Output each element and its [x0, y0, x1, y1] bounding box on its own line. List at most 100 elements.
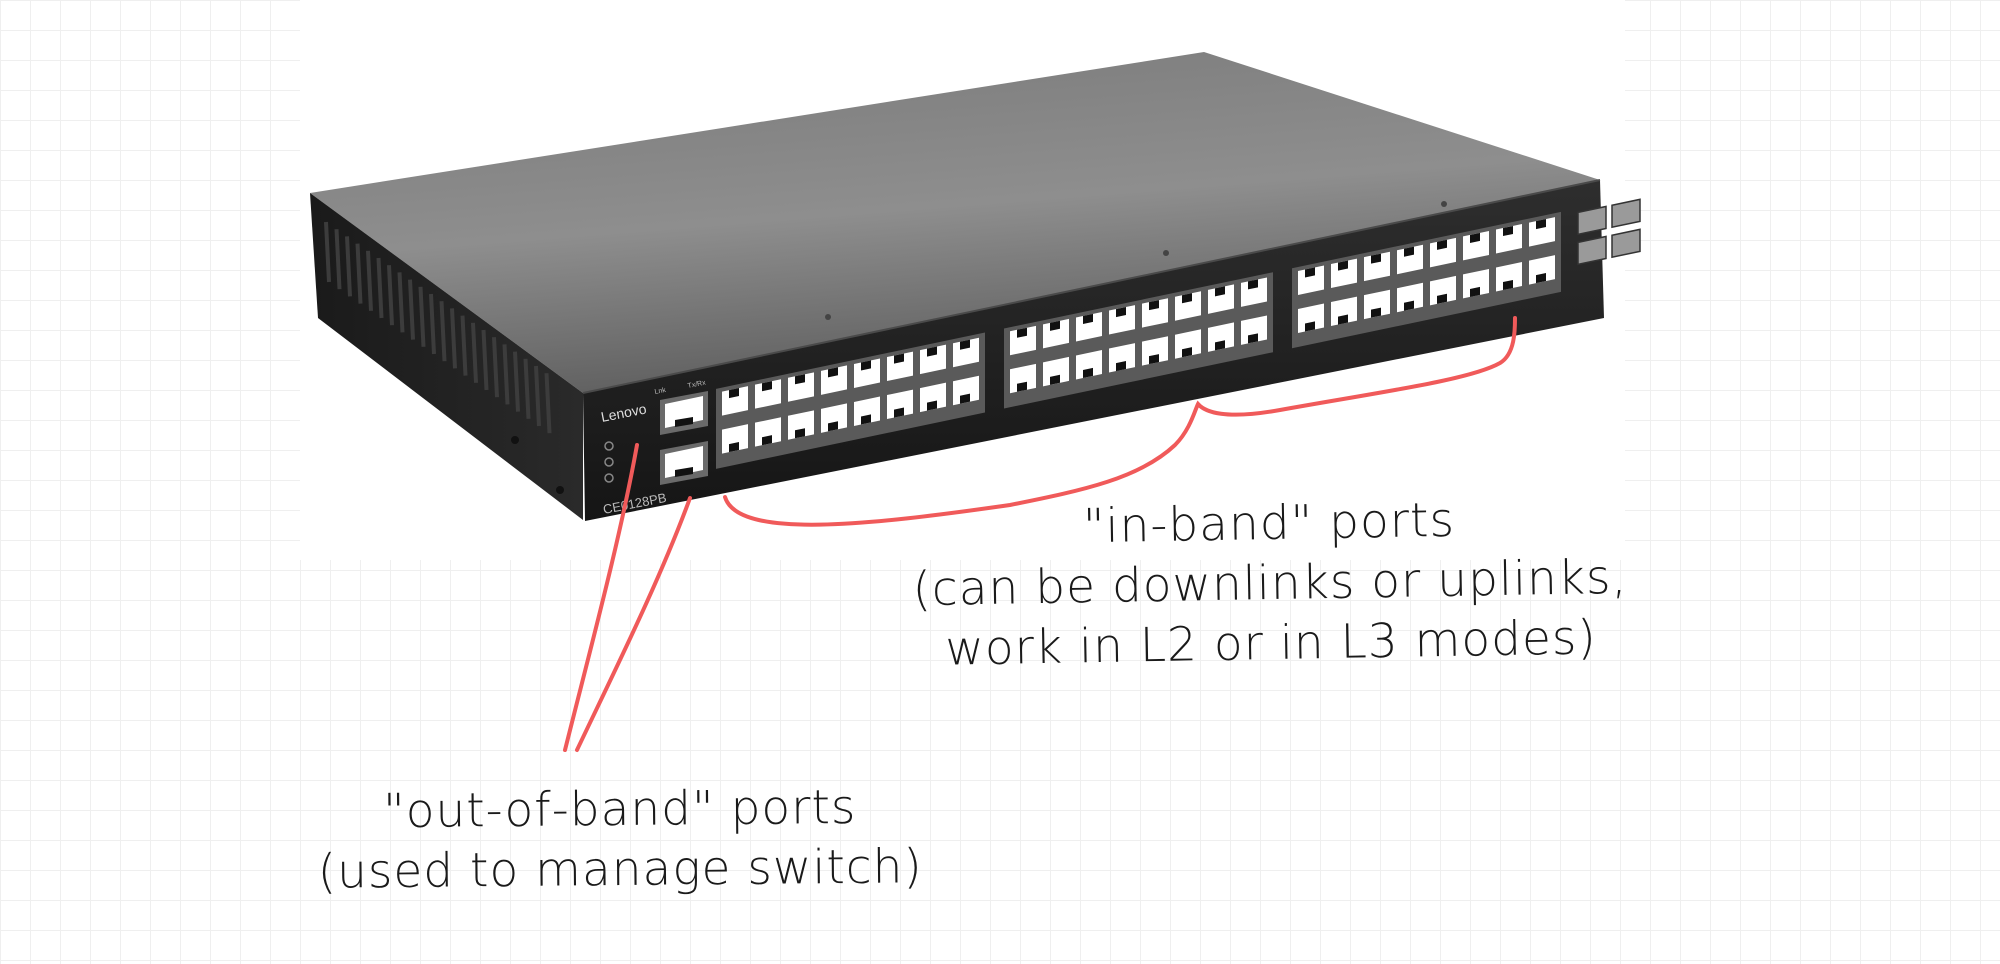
inband-port[interactable] — [788, 410, 814, 440]
vent-slot — [387, 265, 394, 326]
vent-slot — [471, 322, 478, 383]
vent-slot — [544, 373, 552, 434]
inband-port[interactable] — [854, 358, 880, 388]
inband-port[interactable] — [1298, 265, 1324, 295]
vent-slot — [429, 293, 436, 355]
oob-caption-line2: (used to manage switch) — [317, 839, 924, 900]
vent-slot — [397, 272, 405, 333]
status-led-icons — [604, 441, 614, 483]
inband-port[interactable] — [1364, 251, 1390, 282]
top-screw — [825, 314, 831, 320]
inband-port[interactable] — [1208, 322, 1234, 352]
inband-port[interactable] — [920, 344, 946, 375]
vent-slot — [408, 279, 415, 340]
front-screw — [556, 486, 564, 494]
inband-port[interactable] — [1142, 298, 1168, 328]
inband-port[interactable] — [1175, 329, 1201, 359]
vent-slot — [324, 221, 331, 283]
inband-port[interactable] — [722, 424, 748, 454]
top-screw — [1163, 250, 1169, 256]
inband-port[interactable] — [1397, 244, 1423, 275]
inband-brace — [723, 316, 1517, 527]
inband-port[interactable] — [722, 386, 748, 416]
mgmt-label-link: Lnk — [654, 387, 667, 396]
inband-port[interactable] — [755, 379, 781, 409]
vent-slot — [376, 257, 384, 319]
mgmt-port-ethernet[interactable] — [660, 441, 708, 485]
inband-port[interactable] — [1430, 237, 1456, 268]
inband-port[interactable] — [1529, 217, 1555, 247]
inband-port[interactable] — [1430, 275, 1456, 306]
inband-caption: "in-band" ports (can be downlinks or upl… — [873, 487, 1666, 681]
oob-caption-title: "out-of-band" ports — [382, 779, 857, 840]
sfp-cage[interactable] — [1611, 228, 1641, 259]
inband-port[interactable] — [1241, 315, 1267, 345]
inband-port[interactable] — [854, 396, 880, 426]
inband-port[interactable] — [1463, 268, 1489, 299]
inband-port[interactable] — [1496, 262, 1522, 292]
sfp-cage[interactable] — [1577, 205, 1607, 236]
sfp-cages — [1577, 198, 1641, 266]
inband-port[interactable] — [1463, 230, 1489, 261]
port-block — [1292, 211, 1561, 349]
inband-port[interactable] — [1241, 277, 1267, 307]
inband-port[interactable] — [1142, 336, 1168, 366]
inband-port[interactable] — [1076, 312, 1102, 342]
oob-pointer-line — [575, 496, 692, 752]
port-block — [1004, 272, 1273, 409]
inband-port[interactable] — [1529, 255, 1555, 285]
vent-slot — [523, 358, 531, 419]
sfp-cage[interactable] — [1577, 235, 1607, 266]
inband-port[interactable] — [1010, 363, 1036, 394]
inband-port-grid — [716, 211, 1561, 469]
inband-port[interactable] — [1175, 291, 1201, 321]
inband-port[interactable] — [1043, 318, 1069, 349]
oob-pointer-line — [563, 443, 639, 752]
inband-port[interactable] — [1331, 258, 1357, 289]
inband-port[interactable] — [1109, 343, 1135, 373]
inband-port[interactable] — [1076, 350, 1102, 380]
inband-port[interactable] — [788, 372, 814, 402]
inband-port[interactable] — [821, 403, 847, 433]
vent-slot — [460, 315, 468, 376]
inband-port[interactable] — [1364, 289, 1390, 320]
vent-slot — [355, 243, 363, 304]
front-panel: Lenovo CE0128PB Lnk Tx/Rx — [600, 198, 1641, 517]
front-screw — [511, 436, 519, 444]
inband-port[interactable] — [920, 382, 946, 413]
inband-port[interactable] — [1331, 296, 1357, 327]
oob-caption: "out-of-band" ports (used to manage swit… — [249, 777, 990, 903]
vent-slot — [513, 351, 520, 412]
inband-port[interactable] — [1496, 224, 1522, 254]
inband-port[interactable] — [821, 365, 847, 395]
inband-port[interactable] — [1109, 305, 1135, 335]
vent-slot — [345, 236, 352, 297]
vent-slot — [366, 250, 373, 311]
mgmt-label-txrx: Tx/Rx — [687, 380, 707, 390]
vent-slot — [492, 337, 499, 398]
side-vents — [324, 221, 552, 434]
vent-slot — [418, 286, 426, 347]
inband-port[interactable] — [1010, 325, 1036, 356]
chassis-top — [310, 52, 1600, 393]
vent-slot — [481, 329, 489, 391]
inband-port[interactable] — [1043, 356, 1069, 387]
vent-slot — [502, 344, 510, 405]
inband-port[interactable] — [1298, 303, 1324, 333]
vent-slot — [534, 365, 541, 427]
inband-port[interactable] — [887, 351, 913, 382]
inband-port[interactable] — [1208, 284, 1234, 314]
inband-port[interactable] — [953, 375, 979, 406]
inband-port[interactable] — [1397, 282, 1423, 313]
inband-port[interactable] — [887, 389, 913, 420]
vent-slot — [334, 229, 342, 290]
inband-port[interactable] — [755, 417, 781, 447]
vent-slot — [450, 308, 457, 369]
mgmt-port-console[interactable] — [660, 391, 708, 435]
sfp-cage[interactable] — [1611, 198, 1641, 229]
inband-port[interactable] — [953, 337, 979, 368]
port-block — [716, 332, 985, 469]
top-screw — [1441, 201, 1447, 207]
vent-slot — [439, 301, 447, 362]
